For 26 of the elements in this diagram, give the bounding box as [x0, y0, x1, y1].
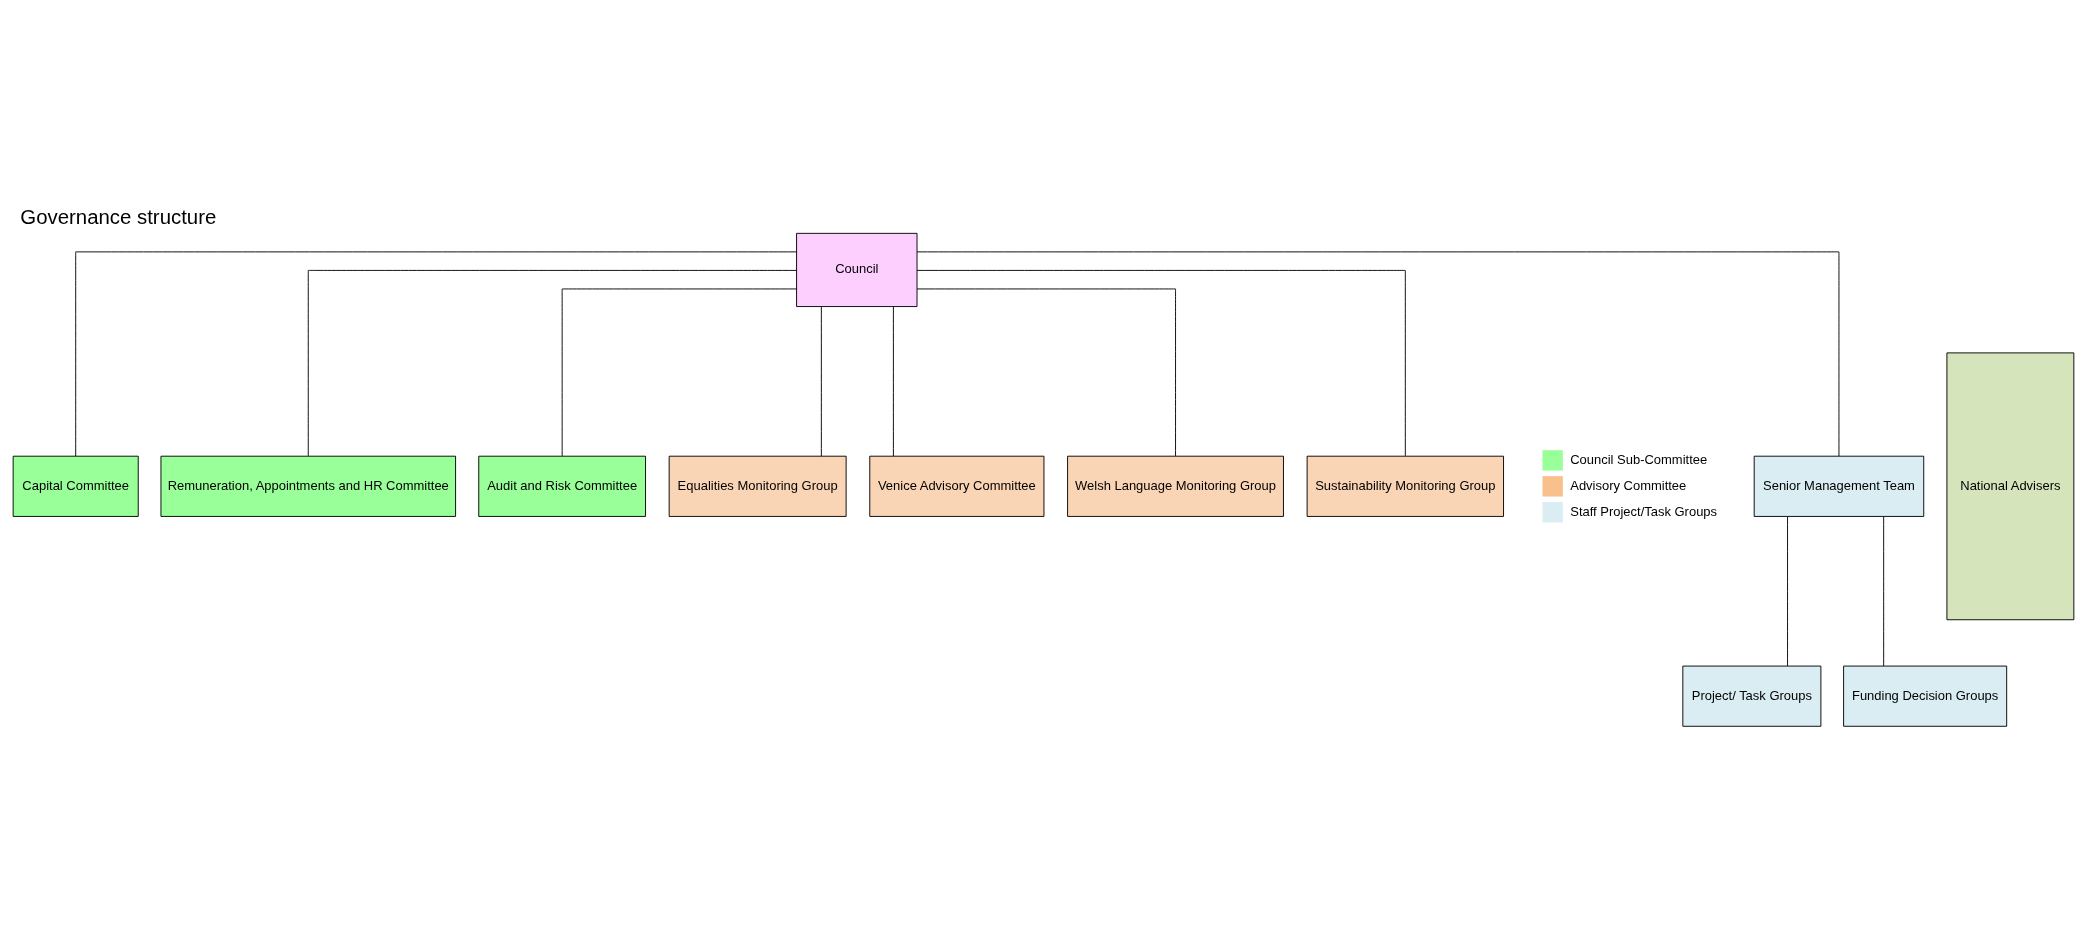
- node-box: Equalities Monitoring Group: [668, 455, 847, 517]
- connector: [307, 269, 797, 456]
- connector: [916, 269, 1406, 456]
- node-box: Audit and Risk Committee: [478, 455, 646, 517]
- connector: [892, 305, 894, 457]
- node-box: Project/ Task Groups: [1682, 665, 1822, 727]
- connector: [561, 288, 797, 456]
- node-box: Senior Management Team: [1753, 455, 1925, 517]
- legend-label: Council Sub-Committee: [1570, 451, 1708, 467]
- connector: [75, 250, 797, 457]
- node-box: Council: [796, 232, 918, 307]
- connector: [916, 250, 1840, 457]
- node-box: National Advisers: [1946, 351, 2075, 620]
- connector: [820, 305, 822, 457]
- node-box: Remuneration, Appointments and HR Committee: [160, 455, 457, 517]
- connector: [1787, 515, 1788, 666]
- node-box: Welsh Language Monitoring Group: [1067, 455, 1284, 517]
- diagram-title: Governance structure: [20, 205, 217, 228]
- node-box: Venice Advisory Committee: [869, 455, 1045, 517]
- legend-label: Advisory Committee: [1570, 477, 1687, 493]
- node-box: Funding Decision Groups: [1843, 665, 2008, 727]
- legend-label: Staff Project/Task Groups: [1570, 503, 1718, 519]
- node-box: Sustainability Monitoring Group: [1306, 455, 1504, 517]
- connector: [1883, 515, 1885, 666]
- connector: [916, 288, 1176, 456]
- node-box: Capital Committee: [12, 455, 139, 517]
